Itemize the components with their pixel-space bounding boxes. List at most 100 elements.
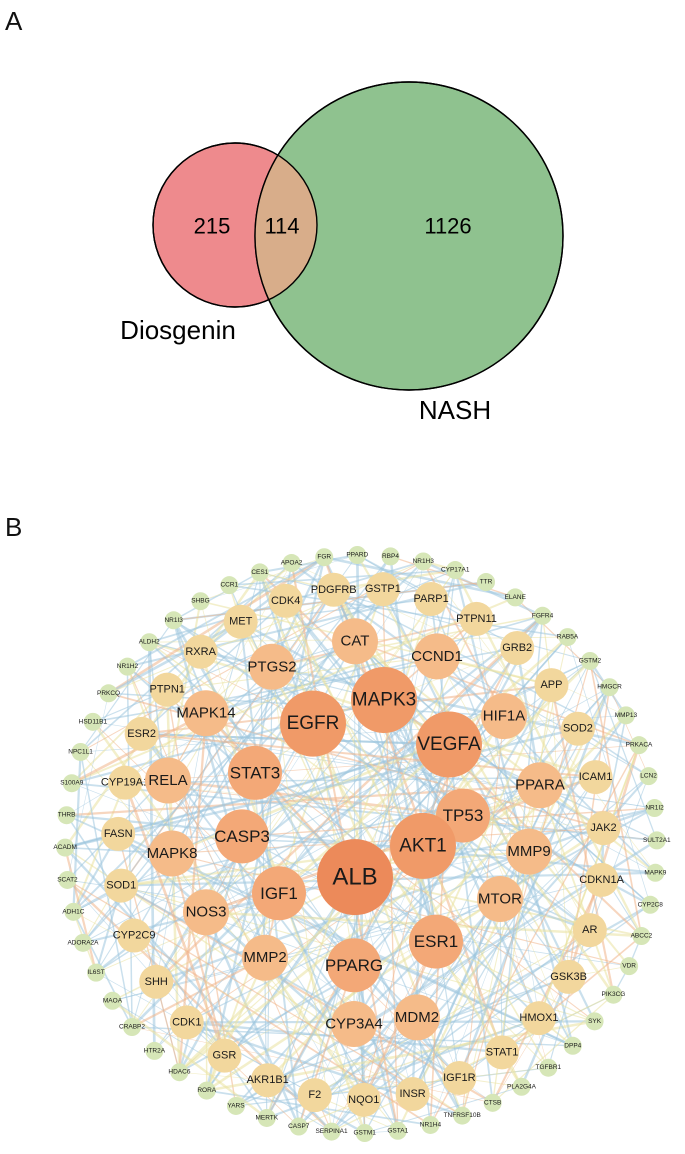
- node-gsr: GSR: [207, 1038, 242, 1073]
- node-circle: [62, 774, 81, 793]
- node-alb: ALB: [317, 839, 393, 916]
- node-circle: [578, 760, 613, 795]
- node-rab5a: RAB5A: [557, 628, 579, 647]
- node-pdgfrb: PDGFRB: [311, 572, 357, 607]
- node-circle: [297, 1078, 332, 1113]
- network-edge: [492, 976, 569, 1103]
- node-label: MDM2: [395, 1009, 439, 1026]
- network-edge: [178, 892, 281, 1073]
- node-circle: [632, 927, 651, 946]
- node-circle: [646, 863, 665, 882]
- network-edge: [458, 686, 611, 1079]
- node-circle: [289, 1117, 308, 1136]
- node-igf1r: IGF1R: [442, 1060, 477, 1095]
- network-edge: [153, 618, 477, 1052]
- network-edge: [499, 898, 549, 1068]
- node-nr1h2: NR1H2: [117, 657, 138, 676]
- node-label: TP53: [443, 806, 484, 825]
- node-ptpn11: PTPN11: [456, 601, 497, 636]
- node-label: GSTA1: [387, 1127, 408, 1134]
- network-edge: [67, 879, 630, 967]
- node-pla2g4a: PLA2G4A: [507, 1077, 537, 1096]
- node-circle: [64, 902, 83, 921]
- node-label: ABCC2: [631, 933, 653, 940]
- node-cdkn1a: CDKN1A: [579, 862, 625, 897]
- node-igf1: IGF1: [252, 866, 306, 921]
- node-label: PARP1: [413, 593, 448, 605]
- node-label: PTPN1: [149, 684, 184, 696]
- node-nr1i2: NR1I2: [645, 799, 664, 818]
- node-rora: RORA: [197, 1081, 217, 1100]
- node-label: PPARA: [515, 777, 565, 794]
- network-edge: [133, 934, 431, 1126]
- node-circle: [563, 1036, 582, 1055]
- node-label: MAPK14: [176, 705, 235, 722]
- node-circle: [73, 933, 92, 952]
- node-label: S100A9: [60, 780, 84, 787]
- node-rbp4: RBP4: [381, 547, 400, 566]
- node-circle: [395, 1077, 430, 1112]
- node-cyp2c8: CYP2C8: [638, 895, 663, 914]
- node-icam1: ICAM1: [578, 760, 613, 795]
- node-label: SULT2A1: [643, 837, 671, 844]
- node-circle: [268, 583, 303, 618]
- node-label: HIF1A: [483, 708, 526, 725]
- node-htr2a: HTR2A: [144, 1041, 166, 1060]
- node-label: RBP4: [382, 553, 399, 560]
- node-circle: [322, 1122, 341, 1141]
- node-circle: [103, 991, 122, 1010]
- network-edge: [167, 601, 202, 781]
- node-adh1c: ADH1C: [62, 902, 85, 921]
- node-label: APOA2: [281, 560, 303, 567]
- network-edge: [383, 699, 574, 1047]
- node-tgfbr1: TGFBR1: [536, 1058, 562, 1077]
- node-stat1: STAT1: [485, 1035, 520, 1070]
- network-edge: [323, 555, 516, 599]
- node-lcn2: LCN2: [639, 767, 658, 786]
- node-hmox1: HMOX1: [519, 1001, 559, 1036]
- node-sult2a1: SULT2A1: [643, 831, 671, 850]
- node-circle: [191, 592, 210, 611]
- node-label: SHH: [145, 976, 168, 988]
- node-maoa: MAOA: [103, 991, 123, 1010]
- node-hmgcr: HMGCR: [597, 678, 622, 697]
- node-label: NOS3: [186, 904, 227, 921]
- node-circle: [639, 767, 658, 786]
- node-circle: [355, 1124, 374, 1142]
- node-label: PIK3CG: [602, 991, 626, 998]
- node-circle: [317, 839, 393, 916]
- network-edge: [278, 636, 569, 895]
- node-sod1: SOD1: [104, 868, 139, 903]
- node-label: IGF1R: [443, 1072, 475, 1084]
- node-label: GRB2: [502, 642, 532, 654]
- node-label: THRB: [58, 812, 76, 819]
- count-intersection: 114: [264, 214, 299, 239]
- node-gstm2: GSTM2: [579, 651, 602, 670]
- node-circle: [118, 657, 137, 676]
- network-edge: [120, 884, 460, 1079]
- venn-outline-diosgenin: [152, 142, 318, 308]
- node-label: ACADM: [53, 844, 76, 851]
- node-label: YARS: [227, 1102, 245, 1109]
- node-circle: [446, 561, 465, 580]
- node-label: PPARD: [346, 552, 368, 559]
- node-circle: [249, 643, 295, 690]
- node-label: SYK: [588, 1018, 602, 1025]
- node-circle: [315, 548, 334, 567]
- network-edge: [314, 929, 591, 1096]
- node-circle: [560, 711, 595, 746]
- node-esr1: ESR1: [409, 914, 463, 969]
- node-mmp2: MMP2: [242, 934, 288, 981]
- node-circle: [242, 934, 288, 981]
- node-circle: [183, 690, 229, 737]
- node-label: STAT3: [230, 763, 280, 782]
- node-circle: [83, 712, 102, 731]
- node-label: HSD11B1: [79, 718, 108, 725]
- node-label: FASN: [104, 828, 133, 840]
- node-label: MERTK: [255, 1114, 278, 1121]
- node-label: ALB: [332, 864, 377, 891]
- node-label: MMP13: [615, 712, 638, 719]
- node-label: TGFBR1: [536, 1064, 562, 1071]
- node-cdk4: CDK4: [268, 583, 303, 618]
